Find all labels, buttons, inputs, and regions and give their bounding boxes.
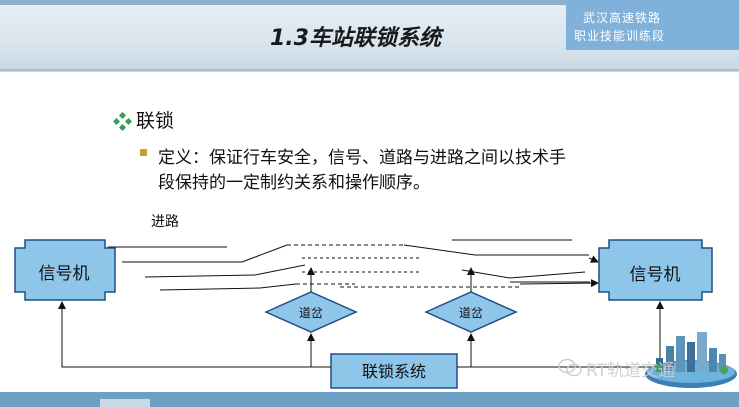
city-globe-icon [645,332,737,388]
right-switch-diamond: 道岔 [424,291,518,333]
left-signal-box: 信号机 [14,239,116,301]
right-signal-box: 信号机 [598,239,713,301]
definition-line-1: 定义：保证行车安全，信号、道路与进路之间以技术手 [158,148,566,168]
route-label: 进路 [151,214,179,230]
corner-line-2: 职业技能训练段 [574,29,666,43]
wechat-icon [558,358,582,377]
bottom-bar-accent [100,399,150,407]
watermark-text: RT轨道交通 [586,361,675,381]
interlocking-label: 联锁系统 [362,362,426,381]
track-lines [108,239,590,291]
top-stripe [0,0,739,5]
definition-line-2: 段保持的一定制约关系和操作顺序。 [158,173,430,193]
diamond-bullet-icon [113,112,133,132]
left-switch-diamond: 道岔 [264,291,358,333]
bottom-bar [0,392,739,407]
title-divider [0,69,739,71]
section-heading: 联锁 [136,110,175,132]
left-switch-label: 道岔 [299,306,323,320]
square-bullet-icon [140,149,147,156]
right-signal-label: 信号机 [630,265,681,285]
corner-line-1: 武汉高速铁路 [583,11,662,25]
slide-title: 1.3车站联锁系统 [270,26,441,51]
interlocking-box: 联锁系统 [330,353,458,389]
right-switch-label: 道岔 [459,306,483,320]
left-signal-label: 信号机 [39,264,90,284]
corner-badge [566,0,739,50]
